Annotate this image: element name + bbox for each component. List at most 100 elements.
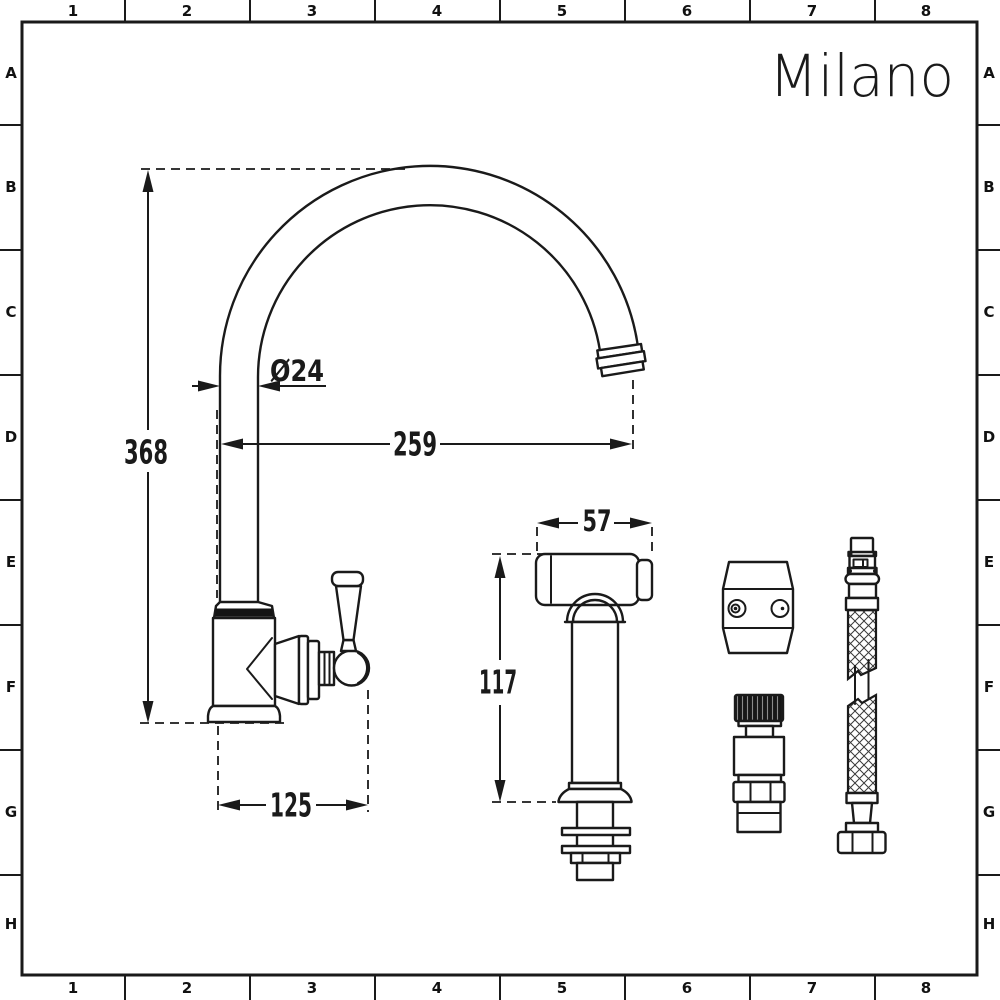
hose-neck-cylinder: [847, 582, 878, 600]
grid-label: 2: [182, 979, 192, 997]
grid-label: G: [983, 803, 995, 821]
top-column-ticks: [124, 0, 876, 22]
flexible-hose-drawing: [836, 536, 887, 855]
base-flange: [206, 704, 282, 724]
grid-label: 5: [557, 979, 567, 997]
grid-label: B: [5, 178, 16, 196]
brand-logo: Milano: [769, 42, 954, 110]
grid-label: C: [5, 303, 16, 321]
check-valve-drawing: [732, 693, 786, 834]
dim-label-spray-width: 57: [583, 504, 612, 538]
handle-neck: [339, 638, 358, 653]
spray-head-drawing: 57 117: [479, 504, 654, 882]
extension-lines-base-width: [217, 690, 369, 812]
grid-label: 4: [432, 2, 442, 20]
hose-taper-neck: [850, 801, 874, 825]
valve-hex-nut: [732, 780, 786, 804]
valve-spool-lines: [323, 651, 331, 686]
bottom-column-labels: 1 2 3 4 5 6 7 8: [68, 979, 931, 997]
extension-lines-spray-width: [536, 527, 653, 556]
right-row-labels: A B C D E F G H: [983, 64, 996, 933]
right-row-ticks: [977, 124, 1000, 876]
ball-shading-arcs: [357, 652, 370, 684]
grid-label: 1: [68, 979, 78, 997]
grid-label: G: [5, 803, 17, 821]
left-row-labels: A B C D E F G H: [5, 64, 18, 933]
dim-label-spray-length: 117: [479, 663, 517, 702]
spout-outer-arc: [218, 164, 640, 606]
grid-label: D: [5, 428, 17, 446]
valve-spool: [317, 650, 336, 687]
valve-stem: [744, 724, 775, 739]
grid-label: H: [5, 915, 18, 933]
spray-hex-facets: [581, 852, 610, 864]
hose-braid-lower: [846, 693, 878, 795]
faucet-drawing: [206, 164, 647, 724]
grid-label: E: [6, 553, 16, 571]
coupler-band-lines: [722, 588, 794, 629]
grid-label: 2: [182, 2, 192, 20]
grid-label: A: [983, 64, 995, 82]
grid-label: E: [984, 553, 994, 571]
spray-nozzle-tip: [635, 558, 654, 602]
spray-base-flare: [557, 787, 633, 804]
hose-hex-nut: [836, 830, 887, 855]
dim-label-spout-diameter: Ø24: [270, 354, 324, 388]
grid-label: 7: [807, 979, 817, 997]
frame-border: [20, 20, 979, 977]
collar-seal-band: [215, 608, 273, 617]
grid-label: 1: [68, 2, 78, 20]
grid-label: 8: [921, 979, 931, 997]
coupler-button-left: [727, 599, 747, 618]
hose-crimp-collar-top: [844, 596, 880, 612]
grid-label: 6: [682, 979, 692, 997]
grid-label: 6: [682, 2, 692, 20]
grid-label: H: [983, 915, 996, 933]
hose-break-tube-lines: [854, 659, 870, 705]
handle-ball-joint: [332, 649, 371, 687]
grid-label: D: [983, 428, 995, 446]
dimension-annotations: 368 259 Ø24 125: [124, 168, 634, 825]
hose-hex-facets: [851, 831, 874, 854]
grid-label: A: [5, 64, 17, 82]
dim-label-spout-reach: 259: [393, 425, 437, 464]
hose-bulge-collar: [844, 572, 881, 586]
coupler-body: [721, 560, 795, 655]
coupler-button-right: [770, 599, 790, 618]
grid-label: F: [6, 678, 16, 696]
valve-body: [732, 735, 786, 777]
valve-boss: [273, 634, 301, 706]
valve-knurled-cap: [733, 693, 785, 723]
valve-flange-1: [297, 634, 310, 706]
coupler-button-left-inner: [730, 603, 741, 614]
valve-hex-facets: [749, 781, 772, 803]
spout-inner-arc: [256, 203, 602, 606]
grid-label: 5: [557, 2, 567, 20]
valve-flange-2: [306, 639, 321, 701]
grid-label: C: [983, 303, 994, 321]
grid-label: 7: [807, 2, 817, 20]
hose-connector-tip: [849, 536, 875, 555]
spout-aerator: [595, 342, 647, 378]
spray-washer-1: [560, 826, 632, 837]
grid-label: B: [983, 178, 994, 196]
grid-label: F: [984, 678, 994, 696]
lever-handle-cap: [330, 570, 365, 588]
hose-nut-flange: [844, 821, 880, 834]
dim-label-spout-height: 368: [124, 433, 168, 472]
spray-handle-cylinder: [570, 620, 620, 785]
grid-label: 3: [307, 2, 317, 20]
body-chevron-detail: [246, 637, 273, 700]
lever-handle: [334, 584, 363, 642]
bottom-column-ticks: [124, 975, 876, 1000]
grid-label: 8: [921, 2, 931, 20]
grid-label: 3: [307, 979, 317, 997]
hose-crimp-collar-bottom: [845, 791, 879, 805]
grid-label: 4: [432, 979, 442, 997]
hose-coupler-drawing: [721, 560, 795, 655]
top-column-labels: 1 2 3 4 5 6 7 8: [68, 2, 931, 20]
left-row-ticks: [0, 124, 22, 876]
